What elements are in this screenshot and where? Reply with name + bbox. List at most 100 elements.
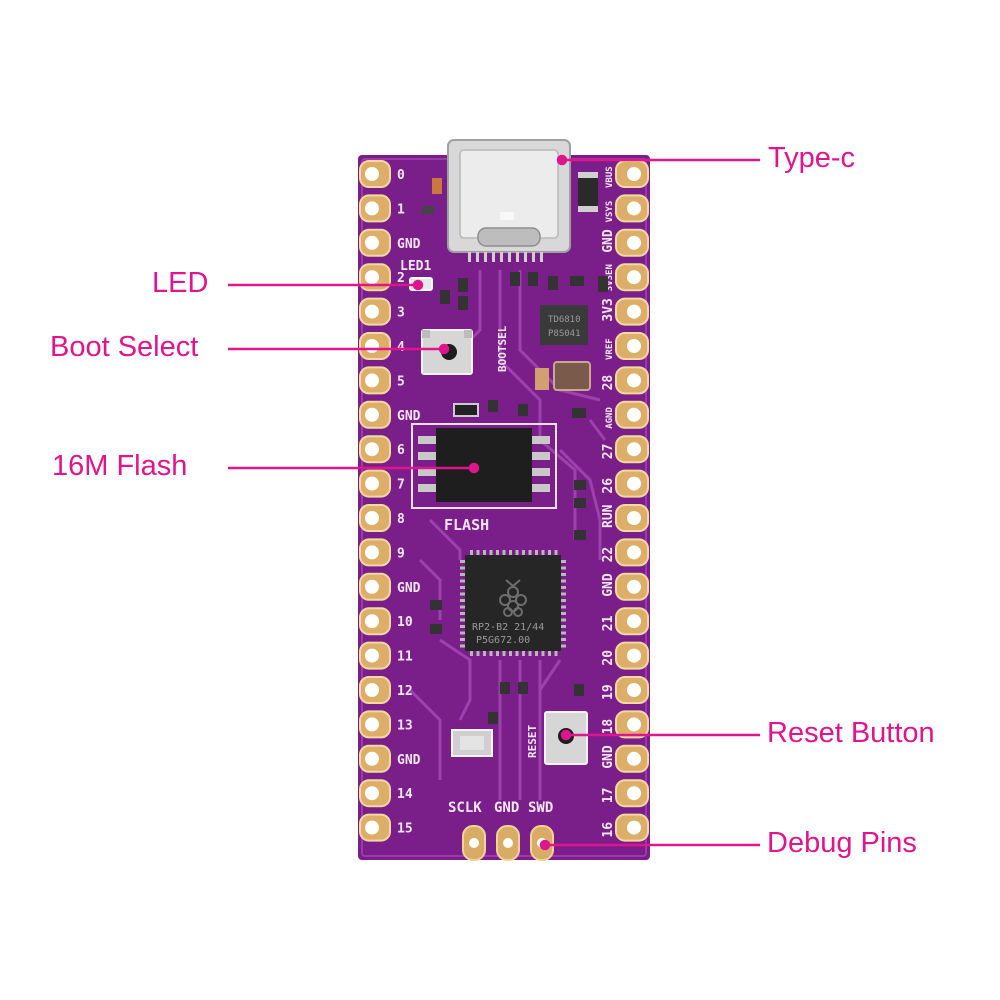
right-pin-label: 26 (601, 478, 616, 494)
pin-hole (365, 545, 379, 560)
pin-hole (627, 442, 641, 457)
left-pin-label: 12 (397, 684, 413, 699)
regulator-text-2: P8S041 (548, 329, 581, 339)
debug-label-sclk: SCLK (448, 800, 482, 816)
pin-hole (627, 820, 641, 835)
pin-hole (365, 373, 379, 388)
right-pin-label: GND (601, 573, 616, 597)
flash-chip (411, 423, 557, 509)
left-pin-label: GND (397, 409, 421, 424)
right-pin-header: VBUSVSYSGND3V3EN3V3VREF28AGND2726RUN22GN… (601, 160, 649, 842)
type-c-label: Type-c (768, 142, 856, 174)
rp2040-chip: RP2-B2 21/44 P5G672.00 (460, 550, 566, 656)
pin-hole (627, 786, 641, 801)
pin-hole (365, 751, 379, 766)
pin-hole (627, 751, 641, 766)
left-pin-label: 1 (397, 202, 405, 217)
pin-hole (627, 235, 641, 250)
raspberry-logo (499, 579, 527, 617)
smd-components (422, 178, 608, 754)
pin-hole (627, 717, 641, 732)
bootsel-silk-label: BOOTSEL (496, 325, 509, 372)
right-pin-label: 19 (601, 684, 616, 700)
pin-hole (365, 407, 379, 422)
reset-silk-label: RESET (526, 725, 539, 758)
left-pin-label: 15 (397, 822, 413, 837)
debug-label-swd: SWD (528, 800, 553, 816)
pin-hole (365, 579, 379, 594)
pin-hole (365, 511, 379, 525)
pin-hole (365, 648, 379, 663)
chip-text-1: RP2-B2 21/44 (472, 622, 544, 633)
right-pin-label: GND (601, 745, 616, 769)
pin-hole (627, 201, 641, 216)
pin-hole (365, 683, 379, 697)
right-pin-label: 18 (601, 719, 616, 735)
pin-hole (365, 820, 379, 835)
left-pin-label: 13 (397, 718, 413, 733)
left-pin-label: 8 (397, 512, 405, 527)
flash-silk-label: FLASH (444, 516, 489, 534)
chip-text-2: P5G672.00 (476, 635, 530, 646)
pin-hole (627, 476, 641, 491)
debug-pin-pads (462, 825, 554, 861)
pin-hole (365, 717, 379, 732)
right-pin-label: AGND (605, 407, 615, 429)
right-pin-label: VSYS (605, 201, 615, 223)
pin-hole (627, 545, 641, 560)
right-pin-label: GND (601, 229, 616, 253)
debug-pins-label: Debug Pins (767, 827, 917, 859)
pin-hole (627, 683, 641, 697)
crystal-oscillator (451, 729, 493, 757)
right-pin-label: 3V3EN (605, 264, 615, 291)
pin-hole (365, 442, 379, 457)
left-pin-label: 6 (397, 443, 405, 458)
pin-hole (365, 270, 379, 285)
right-pin-label: 16 (601, 822, 616, 838)
pin-hole (365, 476, 379, 491)
left-pin-label: GND (397, 237, 421, 252)
pin-hole (627, 270, 641, 285)
capacitor (535, 368, 549, 390)
left-pin-label: GND (397, 753, 421, 768)
right-pin-label: VBUS (605, 166, 615, 188)
usb-type-c-connector (447, 139, 571, 262)
pin-hole (627, 648, 641, 663)
debug-label-gnd: GND (494, 800, 519, 816)
pin-hole (365, 614, 379, 629)
right-pin-label: RUN (601, 504, 616, 528)
left-pin-label: 2 (397, 271, 405, 286)
right-pin-label: 21 (601, 615, 616, 631)
pin-hole (627, 614, 641, 629)
pin-hole (365, 201, 379, 216)
pin-hole (627, 579, 641, 594)
regulator-chip (540, 305, 588, 345)
left-pin-label: GND (397, 581, 421, 596)
pin-hole (365, 235, 379, 250)
right-pin-label: 22 (601, 547, 616, 563)
pin-hole (365, 786, 379, 801)
regulator-text-1: TD6810 (548, 315, 581, 325)
pin-hole (627, 373, 641, 388)
pin-hole (627, 167, 641, 181)
pin-hole (627, 511, 641, 525)
flash-label: 16M Flash (52, 450, 188, 482)
right-pin-label: 3V3 (601, 298, 616, 321)
boot-select-label: Boot Select (50, 331, 199, 363)
right-pin-label: 27 (601, 444, 616, 460)
left-pin-label: 10 (397, 615, 413, 630)
left-pin-label: 5 (397, 374, 405, 389)
inductor (553, 361, 591, 391)
left-pin-label: 4 (397, 340, 405, 355)
pin-hole (627, 407, 641, 422)
left-pin-label: 0 (397, 168, 405, 183)
pin-hole (627, 339, 641, 353)
reset-button-label: Reset Button (767, 717, 935, 749)
left-pin-label: 9 (397, 546, 405, 561)
left-pin-label: 14 (397, 787, 413, 802)
pin-hole (365, 304, 379, 319)
left-pin-label: 11 (397, 650, 413, 665)
pin-hole (365, 167, 379, 181)
